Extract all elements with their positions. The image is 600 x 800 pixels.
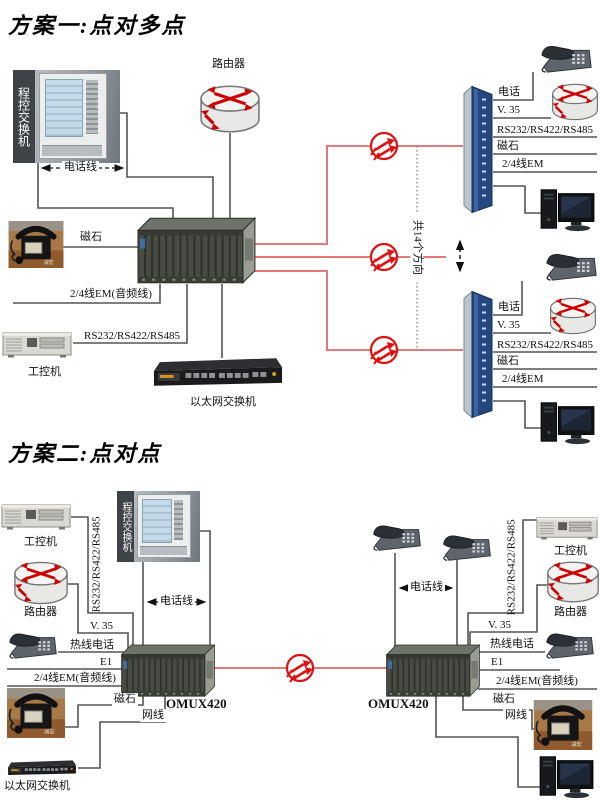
v35-label: V. 35 (497, 319, 521, 331)
mux-label: OMUX420 (368, 696, 429, 711)
desk-phone-icon (372, 525, 422, 551)
scheme1-title: 方案一:点对多点 (8, 13, 186, 38)
pbx-cabinet: 程控交换机 (13, 70, 120, 163)
em-audio-label: 2/4线EM(音频线) (34, 672, 116, 684)
router-icon (546, 560, 600, 604)
ipc-label: 工控机 (24, 536, 57, 548)
pbx-cabinet-label: 程控交换机 (117, 491, 134, 562)
ethernet-switch-icon (8, 760, 76, 776)
e1-label: E1 (491, 656, 504, 668)
router-label: 路由器 (24, 606, 57, 618)
v35-label: V. 35 (488, 619, 512, 631)
ipc-label: 工控机 (554, 545, 587, 557)
ethernet-switch-icon (153, 358, 283, 386)
desk-phone-icon (9, 633, 57, 659)
magneto-phone-icon (7, 688, 65, 738)
rs-label: RS232/RS422/RS485 (84, 330, 180, 342)
phone-label: 电话 (498, 301, 520, 313)
remote-panel-icon (463, 291, 493, 418)
desktop-computer-icon (540, 402, 595, 445)
hotline-label: 热线电话 (70, 639, 114, 651)
router-icon (13, 561, 69, 605)
e1-label: E1 (100, 656, 113, 668)
router-icon (199, 84, 261, 134)
magneto-label: 磁石 (497, 355, 519, 367)
desktop-computer-icon (540, 189, 595, 232)
magneto-phone-icon (7, 221, 65, 268)
magneto-phone-icon (533, 700, 593, 750)
eth-switch-label: 以太网交换机 (4, 780, 70, 792)
rs-vertical-label: RS232/RS422/RS485 (505, 519, 518, 616)
eth-switch-label: 以太网交换机 (190, 396, 256, 408)
hotline-label: 热线电话 (490, 638, 534, 650)
desk-phone-icon (442, 535, 492, 561)
magneto-label: 磁石 (112, 693, 138, 706)
mux-chassis-icon (137, 217, 256, 284)
mux-chassis-icon (385, 644, 481, 698)
cable-label: 网线 (140, 709, 166, 722)
v35-label: V. 35 (497, 104, 521, 116)
desktop-computer-icon (539, 756, 594, 799)
desk-phone-icon (546, 253, 597, 281)
industrial-pc-icon (536, 517, 598, 540)
router-label: 路由器 (212, 58, 245, 70)
desk-phone-icon (541, 45, 592, 73)
phone-line-label: 电话线 (62, 161, 99, 174)
ipc-label: 工控机 (28, 366, 61, 378)
phone-line-label: 电话线 (408, 581, 445, 594)
router-label: 路由器 (554, 606, 587, 618)
mux-label: OMUX420 (166, 696, 227, 711)
phone-label: 电话 (498, 86, 520, 98)
pbx-cabinet-label: 程控交换机 (13, 70, 35, 163)
industrial-pc-icon (2, 332, 72, 358)
phone-line-label: 电话线 (158, 595, 195, 608)
cable-label: 网线 (503, 709, 529, 722)
magneto-label: 磁石 (80, 231, 102, 243)
router-icon (551, 83, 599, 121)
desk-phone-icon (546, 633, 594, 659)
remote-panel-icon (463, 86, 493, 213)
rs-vertical-label: RS232/RS422/RS485 (90, 516, 103, 613)
scheme2-title: 方案二:点对点 (8, 441, 162, 466)
em-label: 2/4线EM (502, 373, 544, 385)
rs-label: RS232/RS422/RS485 (497, 124, 593, 136)
directions-label: 共14个方向 (410, 212, 424, 283)
rs-label: RS232/RS422/RS485 (497, 339, 593, 351)
magneto-label: 磁石 (491, 693, 517, 706)
mux-chassis-icon (120, 644, 216, 698)
router-icon (549, 297, 597, 335)
industrial-pc-icon (1, 504, 71, 530)
em-label: 2/4线EM (502, 158, 544, 170)
v35-label: V. 35 (90, 620, 114, 632)
em-audio-label: 2/4线EM(音频线) (496, 675, 578, 687)
magneto-label: 磁石 (497, 140, 519, 152)
pbx-cabinet: 程控交换机 (117, 491, 200, 562)
em-audio-label: 2/4线EM(音频线) (70, 288, 152, 300)
